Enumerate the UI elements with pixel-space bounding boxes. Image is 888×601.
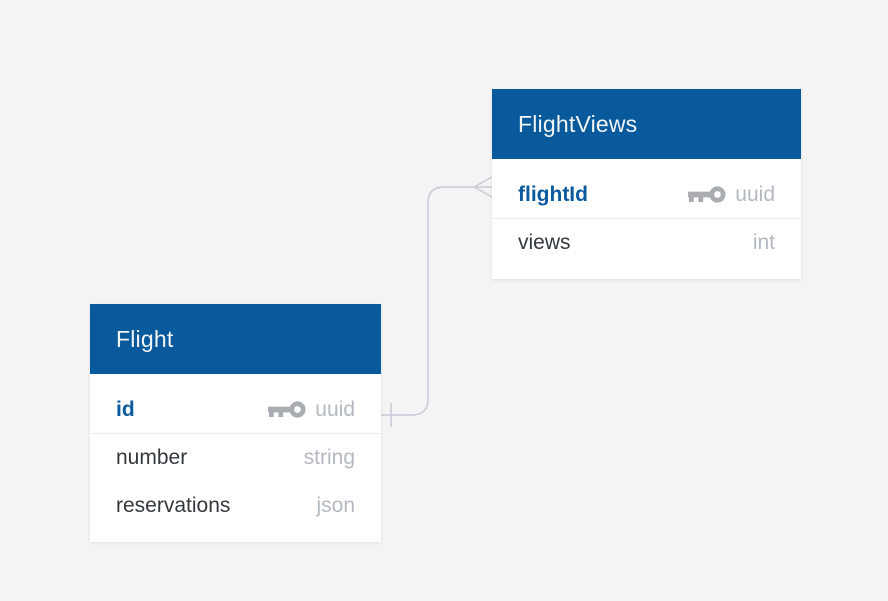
column-row-reservations[interactable]: reservations json [90,482,381,530]
primary-key-icon [688,186,726,203]
primary-key-icon [268,401,306,418]
column-type: json [316,494,355,517]
table-flightviews[interactable]: FlightViews flightId uuid views int [492,89,801,279]
column-row-id[interactable]: id uuid [90,386,381,434]
column-meta: json [316,494,355,518]
column-row-number[interactable]: number string [90,434,381,482]
column-row-views[interactable]: views int [492,219,801,267]
column-meta: string [304,446,355,470]
table-title: FlightViews [518,110,638,137]
column-type: int [752,231,775,254]
column-name: flightId [518,182,588,206]
table-title: Flight [116,325,174,352]
table-body: flightId uuid views int [492,159,801,279]
table-flight[interactable]: Flight id uuid number string reservation… [90,304,381,542]
column-meta: int [753,231,775,255]
table-header[interactable]: FlightViews [492,89,801,159]
column-type: uuid [315,397,355,421]
column-name: number [116,446,188,469]
table-header[interactable]: Flight [90,304,381,374]
column-row-flightid[interactable]: flightId uuid [492,171,801,219]
connector-line[interactable] [381,186,474,416]
column-meta: uuid [268,398,355,422]
column-name: views [518,231,571,254]
column-name: id [116,397,135,421]
column-name: reservations [116,494,231,517]
column-type: string [303,446,355,469]
column-type: uuid [735,182,775,206]
table-body: id uuid number string reservations json [90,374,381,542]
crowsfoot-many-marker [473,176,493,198]
column-meta: uuid [688,183,775,207]
